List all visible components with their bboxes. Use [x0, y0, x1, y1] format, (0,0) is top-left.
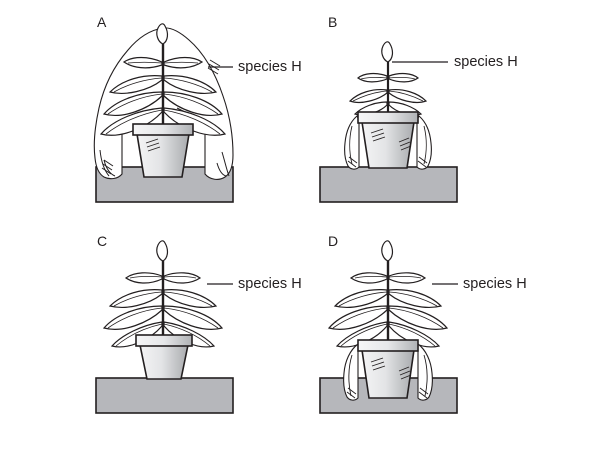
panel-d-illustration — [319, 240, 458, 414]
panel-d-bud — [381, 240, 394, 262]
panel-a-pot-hatching — [145, 138, 161, 152]
panel-b: B — [308, 0, 616, 228]
panel-a-leaves-right — [163, 56, 227, 136]
panel-b-species-label: species H — [454, 54, 518, 70]
panel-b-pot — [357, 111, 419, 169]
panel-b-label: B — [328, 14, 338, 30]
panel-a-pot — [132, 123, 194, 178]
panel-d-plant — [327, 240, 449, 348]
panel-c-label: C — [97, 233, 108, 249]
panel-a-illustration — [93, 23, 234, 203]
panel-d-pot-hatching — [370, 357, 412, 380]
panel-c-species-label: species H — [238, 276, 302, 292]
panel-c-base-block — [95, 377, 234, 414]
panel-c: C — [0, 228, 308, 455]
panel-a-bud — [156, 23, 169, 45]
panel-c-plant — [102, 240, 224, 348]
panel-c-bud — [156, 240, 169, 262]
panel-a: A — [0, 0, 308, 228]
panel-b-plastic-bag — [344, 115, 432, 170]
panel-b-base-block — [319, 166, 458, 203]
panel-c-pot — [135, 334, 193, 380]
panel-b-bud — [381, 41, 394, 63]
panel-d-leaves-left — [327, 272, 388, 348]
panel-a-label: A — [97, 14, 107, 30]
panel-c-illustration — [95, 240, 234, 414]
panel-a-species-label: species H — [238, 59, 302, 75]
panel-b-bag-hatching — [347, 156, 428, 168]
panel-a-leaves-left — [99, 56, 163, 136]
panel-d-label: D — [328, 233, 339, 249]
panel-d: D — [308, 228, 616, 455]
panel-b-pot-hatching — [370, 128, 412, 151]
panel-a-leaf-veins — [105, 61, 221, 135]
panel-d-leaf-veins — [332, 275, 444, 347]
panel-d-species-label: species H — [463, 276, 527, 292]
panel-b-plant — [348, 41, 428, 116]
panel-b-leaf-veins — [352, 76, 424, 102]
panel-b-illustration — [319, 41, 458, 203]
panel-d-plastic-bag — [343, 342, 433, 401]
panel-c-leaf-veins — [107, 275, 219, 347]
panel-c-leaves-right — [163, 272, 224, 348]
panel-d-pot — [357, 339, 419, 399]
panel-a-plant — [99, 23, 227, 136]
panel-d-bag-hatching — [346, 387, 429, 399]
panel-d-leaves-right — [388, 272, 449, 348]
